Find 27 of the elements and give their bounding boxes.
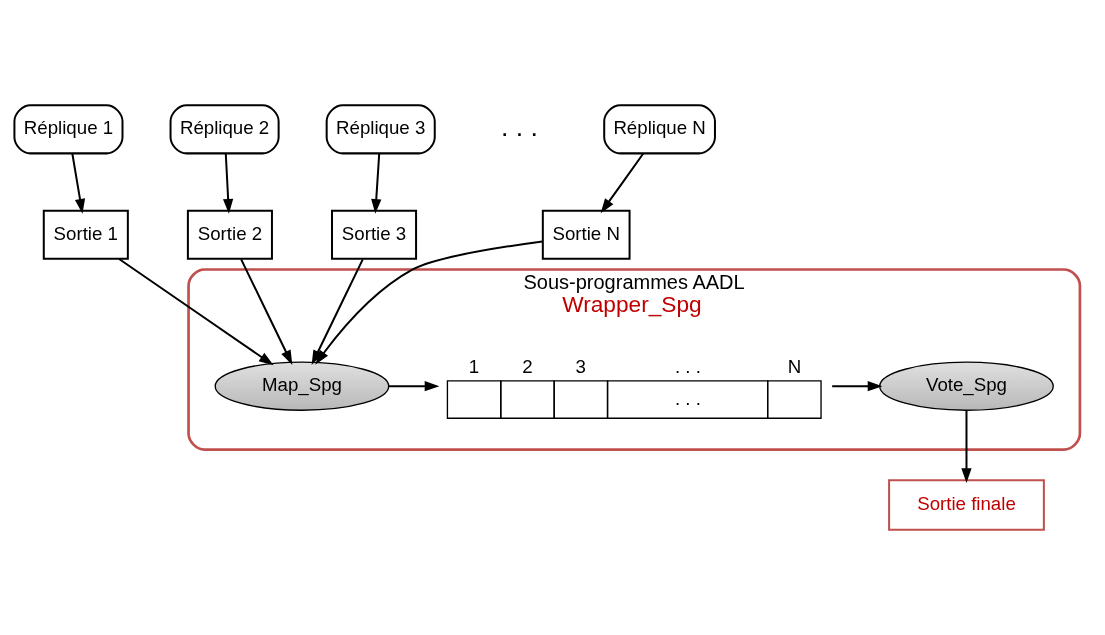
arrow bbox=[961, 409, 972, 483]
node-box: Sortie 3 bbox=[331, 209, 418, 260]
arrow bbox=[315, 240, 544, 365]
node-label: 3 bbox=[575, 356, 586, 378]
arrow bbox=[831, 381, 883, 392]
node-box: Réplique N bbox=[603, 104, 716, 155]
arrow bbox=[600, 152, 645, 214]
node-label: . . . bbox=[674, 356, 701, 378]
node-ellipse: Map_Spg bbox=[214, 361, 390, 411]
arrow bbox=[118, 258, 274, 366]
arrow bbox=[223, 152, 234, 214]
node-box: Sortie 1 bbox=[42, 209, 129, 260]
node-ellipse: Vote_Spg bbox=[879, 361, 1054, 411]
node-box: Réplique 3 bbox=[325, 104, 436, 155]
node-label: N bbox=[787, 356, 802, 378]
label: . . . bbox=[500, 112, 539, 143]
arrow bbox=[71, 152, 86, 214]
arrow bbox=[240, 258, 293, 365]
node-box: Réplique 2 bbox=[169, 104, 280, 155]
arrow bbox=[371, 152, 382, 214]
node-box: Sortie finale bbox=[888, 479, 1045, 531]
node-box: Sortie N bbox=[541, 209, 631, 260]
node-box: Sortie 2 bbox=[186, 209, 273, 260]
node-box: Réplique 1 bbox=[13, 104, 124, 155]
arrow bbox=[387, 381, 440, 392]
node-label: 1 bbox=[468, 356, 480, 378]
node-label: 2 bbox=[522, 356, 533, 378]
